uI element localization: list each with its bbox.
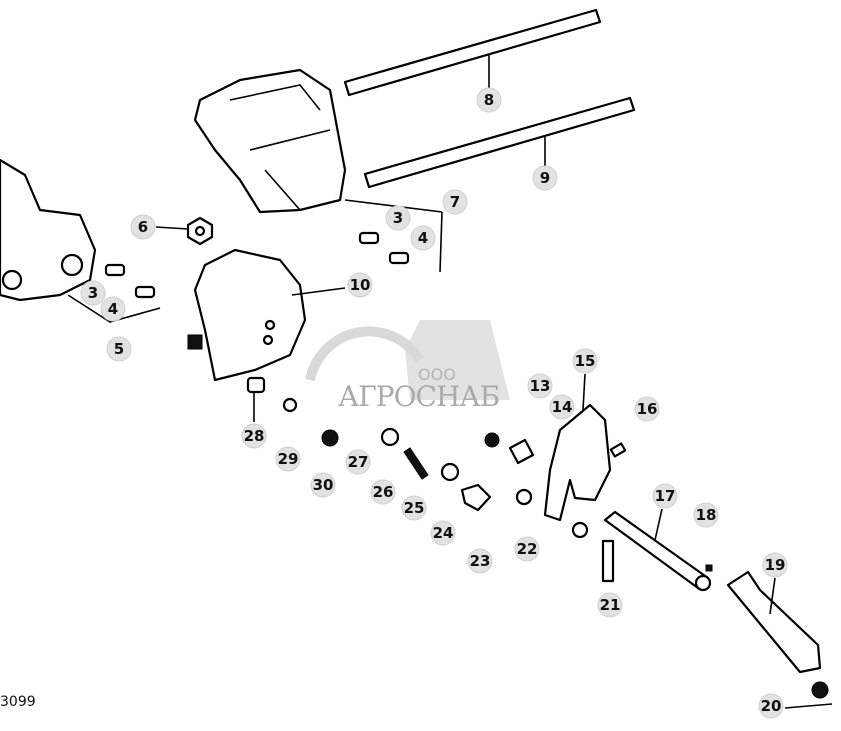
bolts-3-4 [104,231,410,299]
callout-circle [347,272,373,298]
callout-label: 28 [244,427,265,445]
callout-label: 14 [552,398,573,416]
callout-circle [652,483,678,509]
callout-circle [572,348,598,374]
callout-label: 21 [600,596,621,614]
callout-21: 21 [597,592,623,618]
callout-label: 23 [470,552,491,570]
callout-15: 15 [572,348,598,374]
shift-fork-15 [543,373,627,522]
callout-label: 30 [313,476,334,494]
callout-label: 10 [350,276,371,294]
bracket-5 [0,158,161,323]
detent-plate-10 [187,248,346,382]
callout-7: 7 [442,189,468,215]
callout-circle [597,592,623,618]
callout-label: 3 [88,284,98,302]
shaft-17 [571,508,713,592]
callout-label: 5 [114,340,124,358]
callout-label: 25 [404,499,425,517]
callout-29: 29 [275,446,301,472]
callout-20: 20 [758,693,784,719]
callout-circle [549,394,575,420]
callout-circle [442,189,468,215]
callout-22: 22 [514,536,540,562]
callout-circle [430,520,456,546]
callout-18: 18 [693,502,719,528]
callout-9: 9 [532,165,558,191]
callout-circle [476,87,502,113]
callout-label: 4 [418,229,428,247]
callout-circle [370,479,396,505]
rod-9 [363,96,636,189]
callout-label: 27 [348,453,369,471]
callout-circle [514,536,540,562]
callout-24: 24 [430,520,456,546]
rod-8 [343,8,602,97]
callout-circle [758,693,784,719]
callout-circle [310,472,336,498]
callout-circle [100,296,126,322]
callout-6: 6 [130,214,156,240]
callout-10: 10 [347,272,373,298]
callout-label: 9 [540,169,550,187]
callout-16: 16 [634,396,660,422]
callout-5: 5 [106,336,132,362]
callout-3: 3 [385,205,411,231]
callout-28: 28 [241,423,267,449]
callout-label: 22 [517,540,538,558]
callout-label: 7 [450,193,460,211]
callout-circle [345,449,371,475]
callout-label: 24 [433,524,454,542]
callout-label: 17 [655,487,676,505]
callout-27: 27 [345,449,371,475]
callout-14: 14 [549,394,575,420]
small-parts [246,376,535,512]
nut-6 [155,216,214,246]
callout-8: 8 [476,87,502,113]
callout-label: 20 [761,697,782,715]
callout-circle [693,502,719,528]
callout-circle [401,495,427,521]
callout-13: 13 [527,373,553,399]
callout-label: 26 [373,483,394,501]
callout-23: 23 [467,548,493,574]
callout-4: 4 [410,225,436,251]
callout-label: 6 [138,218,148,236]
callout-3: 3 [80,280,106,306]
callout-circle [410,225,436,251]
callout-label: 4 [108,300,118,318]
callout-19: 19 [762,552,788,578]
callout-circle [275,446,301,472]
lever-19 [726,570,833,709]
callout-circle [106,336,132,362]
callout-label: 13 [530,377,551,395]
callout-label: 8 [484,91,494,109]
callout-30: 30 [310,472,336,498]
callout-circle [634,396,660,422]
shift-housing-7 [193,68,443,273]
callout-label: 16 [637,400,658,418]
callout-25: 25 [401,495,427,521]
callout-circle [80,280,106,306]
callout-label: 15 [575,352,596,370]
callout-circle [385,205,411,231]
callout-label: 19 [765,556,786,574]
callout-circle [241,423,267,449]
callout-circle [532,165,558,191]
callout-label: 29 [278,450,299,468]
callout-label: 3 [393,209,403,227]
callout-circle [130,214,156,240]
callout-circle [467,548,493,574]
callout-4: 4 [100,296,126,322]
callout-17: 17 [652,483,678,509]
callout-circle [762,552,788,578]
callout-26: 26 [370,479,396,505]
callout-circle [527,373,553,399]
figure-number: 3099 [0,694,36,710]
callout-label: 18 [696,506,717,524]
